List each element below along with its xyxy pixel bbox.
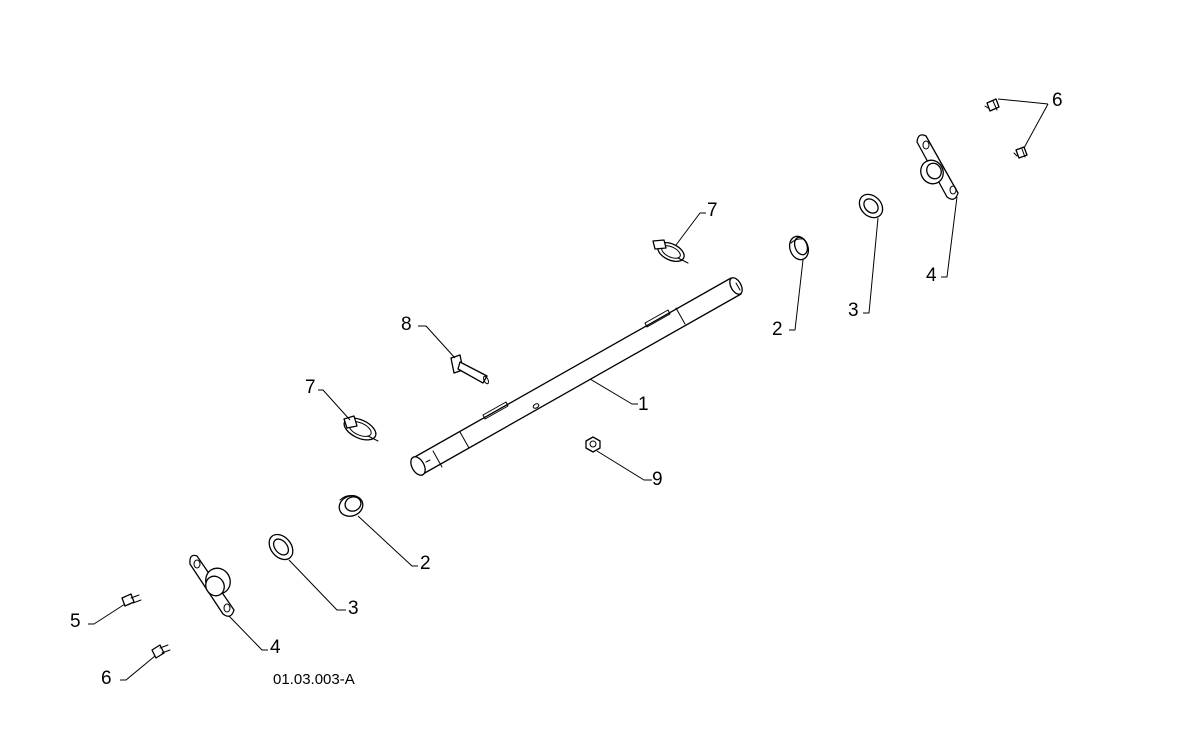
callout-2-right: 2: [772, 259, 804, 340]
callout-3-right-label: 3: [848, 300, 859, 321]
shaft-part: [410, 277, 743, 476]
callout-7-right: 7: [675, 200, 718, 246]
callout-7-left-label: 7: [305, 377, 316, 398]
callout-1: 1: [589, 378, 649, 415]
callout-8-label: 8: [401, 314, 412, 335]
callout-6-left: 6: [101, 655, 156, 689]
callout-2-left-label: 2: [420, 553, 431, 574]
callout-3-right: 3: [848, 217, 879, 321]
callout-8: 8: [401, 314, 456, 359]
callout-7-left: 7: [305, 377, 351, 421]
callout-4-right-label: 4: [926, 265, 937, 286]
bolt-right-lower-part: [1013, 146, 1028, 159]
bolt-left-lower-part: [151, 644, 171, 659]
callout-6-right-label: 6: [1052, 90, 1063, 111]
nut-part: [585, 436, 601, 453]
lynch-pin-left-part: [343, 415, 379, 442]
callout-6-right: 6: [997, 90, 1063, 149]
bushing-left-part: [338, 495, 364, 517]
callout-9-label: 9: [652, 469, 663, 490]
callout-3-left-label: 3: [348, 598, 359, 619]
callout-2-right-label: 2: [772, 319, 783, 340]
flange-bearing-left-part: [189, 554, 235, 617]
callout-4-left-label: 4: [270, 637, 281, 658]
flange-bearing-right-part: [916, 134, 959, 200]
drawing-code: 01.03.003-A: [273, 671, 355, 688]
bushing-right-part: [788, 235, 810, 261]
clevis-pin-part: [450, 354, 489, 385]
callout-4-right: 4: [926, 196, 958, 286]
bolt-right-upper-part: [984, 98, 1000, 112]
callout-4-left: 4: [228, 615, 281, 658]
callout-2-left: 2: [357, 515, 431, 574]
callout-1-label: 1: [638, 394, 649, 415]
callout-9: 9: [596, 450, 663, 490]
washer-right-part: [858, 193, 884, 219]
washer-left-part: [268, 533, 294, 561]
bolt-left-upper-part: [121, 593, 142, 607]
callout-5-label: 5: [70, 611, 81, 632]
callout-3-left: 3: [288, 559, 359, 619]
lynch-pin-right-part: [652, 239, 689, 264]
callout-6-left-label: 6: [101, 668, 112, 689]
callout-5: 5: [70, 603, 126, 632]
callout-7-right-label: 7: [707, 200, 718, 221]
